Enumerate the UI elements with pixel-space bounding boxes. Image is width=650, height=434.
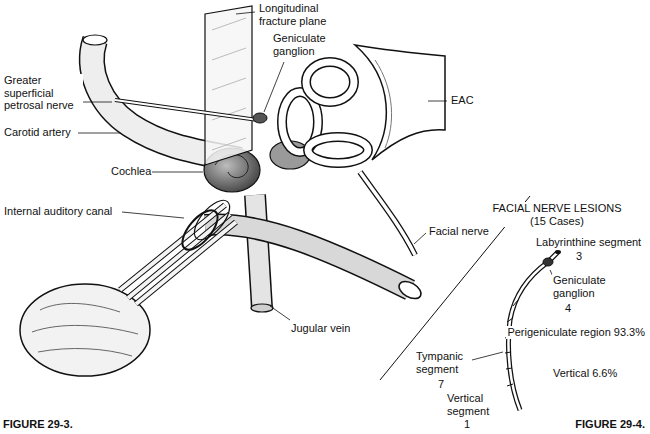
internal-auditory-canal — [176, 205, 224, 256]
jugular-vein — [251, 304, 273, 312]
chart-heading: FACIAL NERVE LESIONS (15 Cases) — [486, 202, 628, 227]
external-auditory-canal — [355, 45, 445, 160]
leader-line — [152, 172, 203, 173]
facial-nerve-tube — [205, 224, 410, 290]
nerve-schematic — [555, 250, 561, 254]
leader-line — [428, 101, 447, 102]
semicircular-canals — [308, 137, 368, 163]
semicircular-canals — [306, 62, 354, 102]
petrosal-nerve — [115, 100, 267, 123]
brain-stem — [32, 303, 138, 356]
part-label: Carotid artery — [3, 126, 72, 139]
fracture-plane — [212, 18, 246, 150]
semicircular-canals — [308, 137, 368, 163]
semicircular-canals — [282, 62, 368, 163]
leader-line — [78, 133, 120, 134]
nerve-bundle — [120, 205, 236, 304]
petrosal-nerve — [115, 100, 258, 120]
leader-line — [472, 352, 503, 360]
part-label: Greater superficial petrosal nerve — [3, 74, 83, 112]
facial-nerve-tube — [205, 224, 410, 290]
part-label: Facial nerve — [428, 225, 490, 238]
callout-number: 7 — [437, 378, 445, 391]
part-label: Geniculate ganglion — [272, 32, 336, 57]
leader-line — [236, 12, 255, 14]
external-auditory-canal — [375, 60, 392, 148]
figure-label: FIGURE 29-3. — [2, 418, 74, 431]
descending-facial-nerve — [360, 172, 415, 255]
figure-label: FIGURE 29-4. — [574, 418, 646, 431]
part-label: Internal auditory canal — [3, 205, 113, 218]
segment-label: Vertical segment — [446, 392, 498, 417]
facial-nerve-tube — [396, 278, 424, 302]
leader-line — [78, 12, 556, 360]
leader-line — [270, 306, 290, 320]
leader-line — [264, 62, 284, 112]
part-label: EAC — [450, 94, 475, 107]
semicircular-canals — [306, 62, 354, 102]
fracture-plane — [205, 6, 252, 165]
part-label: Jugular vein — [290, 322, 351, 335]
internal-auditory-canal — [188, 195, 236, 246]
jugular-vein — [255, 195, 262, 308]
petrosal-nerve — [253, 113, 267, 123]
callout-number: 4 — [564, 302, 572, 315]
percent-label: Vertical 6.6% — [552, 367, 618, 380]
nerve-schematic — [505, 300, 518, 386]
descending-facial-nerve — [360, 172, 415, 255]
internal-auditory-canal — [176, 195, 236, 256]
nerve-schematic — [543, 258, 553, 266]
facial-nerve-tube — [205, 224, 424, 302]
jugular-vein — [255, 195, 262, 308]
nerve-bundle — [120, 205, 236, 304]
callout-number: 1 — [463, 418, 471, 431]
leader-line — [82, 102, 112, 103]
part-label: Longitudinal fracture plane — [258, 2, 350, 27]
jugular-vein — [251, 195, 273, 312]
descending-facial-nerve — [360, 172, 415, 255]
callout-number: 3 — [575, 250, 583, 263]
segment-label: Geniculate ganglion — [552, 274, 616, 299]
fracture-plane — [205, 6, 252, 165]
carotid-artery — [83, 35, 107, 45]
leader-line — [414, 233, 426, 244]
petrosal-nerve — [115, 100, 258, 120]
segment-label: Labyrinthine segment — [535, 236, 642, 249]
segment-label: Tympanic segment — [415, 350, 472, 375]
part-label: Cochlea — [110, 165, 152, 178]
leader-line — [122, 212, 184, 218]
external-auditory-canal — [355, 45, 445, 160]
percent-label: Perigeniculate region 93.3% — [506, 326, 646, 339]
nerve-bundle — [120, 205, 236, 304]
